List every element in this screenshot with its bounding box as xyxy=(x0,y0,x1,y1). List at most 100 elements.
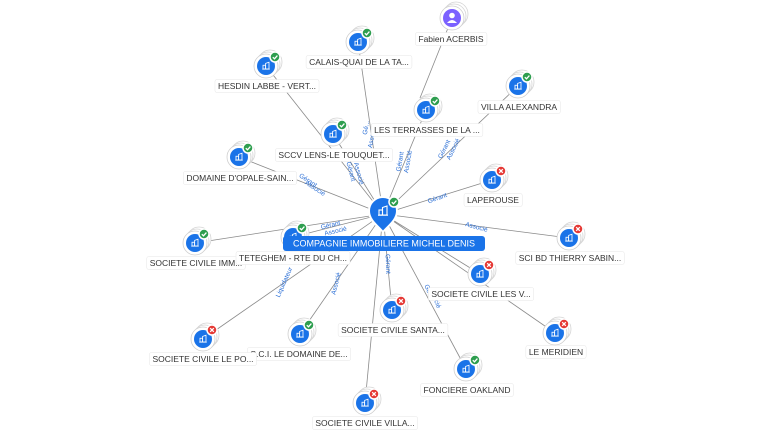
node-label-background xyxy=(149,352,257,366)
node-label-background xyxy=(515,251,625,265)
node-label-background xyxy=(305,55,413,69)
node-label: CALAIS-QUAI DE LA TA... xyxy=(309,57,409,67)
edge-label: Gérant xyxy=(384,254,392,274)
node-societe-civile-le-p[interactable]: SOCIETE CIVILE LE PO... xyxy=(149,322,257,366)
person-icon-body xyxy=(447,20,457,23)
node-societe-civile-santa[interactable]: SOCIETE CIVILE SANTA... xyxy=(337,293,449,337)
node-sci-le-domaine[interactable]: S.C.I. LE DOMAINE DE... xyxy=(247,317,351,361)
node-villa-alexandra[interactable]: VILLA ALEXANDRA xyxy=(477,69,561,114)
edge-label: Gérant xyxy=(320,220,341,231)
node-label-background xyxy=(415,32,488,46)
node-label: HESDIN LABBE - VERT... xyxy=(218,81,316,91)
node-label: SOCIETE CIVILE LE PO... xyxy=(152,354,253,364)
check-icon xyxy=(432,99,438,104)
edge-label: Gérant xyxy=(427,192,448,205)
cross-icon xyxy=(575,226,581,232)
active-status-icon xyxy=(429,95,441,107)
edge-fabien-acerbis xyxy=(419,17,453,99)
node-label: FONCIERE OAKLAND xyxy=(424,385,511,395)
person-icon-head xyxy=(449,12,455,19)
active-status-icon xyxy=(469,354,481,366)
center-node-label: COMPAGNIE IMMOBILIERE MICHEL DENIS xyxy=(293,239,475,249)
edge-label: Gé... xyxy=(362,120,371,135)
active-status-icon xyxy=(388,196,400,208)
check-icon xyxy=(472,358,478,363)
node-label: SOCIETE CIVILE SANTA... xyxy=(341,325,445,335)
active-status-icon xyxy=(361,27,373,39)
node-label-background xyxy=(420,383,514,397)
edge-societe-civile-le-p xyxy=(202,213,384,340)
node-calais-quai[interactable]: CALAIS-QUAI DE LA TA... xyxy=(305,25,413,69)
node-label: VILLA ALEXANDRA xyxy=(481,102,557,112)
node-label-background xyxy=(214,79,320,93)
check-icon xyxy=(524,75,530,80)
node-label-background xyxy=(337,323,449,337)
node-fonciere-oakland[interactable]: FONCIERE OAKLAND xyxy=(420,352,514,397)
check-icon xyxy=(299,226,305,231)
edge-label: Associé xyxy=(403,150,414,174)
active-status-icon xyxy=(242,142,254,154)
node-label: SOCIETE CIVILE IMM... xyxy=(150,258,243,268)
node-label: LAPEROUSE xyxy=(467,195,519,205)
node-label-background xyxy=(477,100,561,114)
check-icon xyxy=(201,232,207,237)
cross-icon xyxy=(561,321,567,327)
active-status-icon xyxy=(296,222,308,234)
edge-sci-bd-thierry xyxy=(382,213,570,239)
edge-laperouse xyxy=(382,179,493,215)
node-label: SOCIETE CIVILE VILLA... xyxy=(315,418,414,428)
node-label: LE MERIDIEN xyxy=(529,347,583,357)
cross-icon xyxy=(371,391,377,397)
check-icon xyxy=(245,146,251,151)
node-societe-civile-villa[interactable]: SOCIETE CIVILE VILLA... xyxy=(312,386,418,430)
edge-label: Associé xyxy=(330,271,342,295)
node-label-background xyxy=(463,193,523,207)
node-label-background xyxy=(370,123,484,137)
edge-sci-le-domaine xyxy=(299,213,384,335)
check-icon xyxy=(306,323,312,328)
node-laperouse[interactable]: LAPEROUSE xyxy=(463,163,523,207)
node-label-background xyxy=(312,416,418,430)
node-label-background xyxy=(275,148,393,162)
node-label: LES TERRASSES DE LA ... xyxy=(374,125,480,135)
check-icon xyxy=(391,200,397,205)
node-label: S.C.I. LE DOMAINE DE... xyxy=(250,349,347,359)
node-label-background xyxy=(525,345,587,359)
node-sccv-lens[interactable]: SCCV LENS-LE TOUQUET... xyxy=(275,117,393,162)
node-societe-civile-imm[interactable]: SOCIETE CIVILE IMM... xyxy=(146,226,246,270)
active-status-icon xyxy=(269,51,281,63)
node-societe-civile-les-v[interactable]: SOCIETE CIVILE LES V... xyxy=(428,257,534,301)
center-node[interactable]: COMPAGNIE IMMOBILIERE MICHEL DENIS xyxy=(283,196,485,251)
node-label: TETEGHEM - RTE DU CH... xyxy=(239,253,347,263)
node-hesdin-labbe[interactable]: HESDIN LABBE - VERT... xyxy=(214,49,320,93)
check-icon xyxy=(339,123,345,128)
node-label: SCI BD THIERRY SABIN... xyxy=(519,253,622,263)
node-les-terrasses[interactable]: LES TERRASSES DE LA ... xyxy=(370,93,484,137)
edge-domaine-opale xyxy=(238,156,384,215)
node-label: DOMAINE D'OPALE-SAIN... xyxy=(186,173,293,183)
node-label-background xyxy=(428,287,534,301)
cross-icon xyxy=(398,298,404,304)
nodes-layer: Fabien ACERBIS CALAIS-QUAI DE LA TA... HES… xyxy=(146,1,625,430)
center-label-background xyxy=(283,236,485,251)
node-fabien-acerbis[interactable]: Fabien ACERBIS xyxy=(415,1,488,46)
node-le-meridien[interactable]: LE MERIDIEN xyxy=(525,316,587,359)
node-domaine-opale[interactable]: DOMAINE D'OPALE-SAIN... xyxy=(183,140,297,185)
cross-icon xyxy=(486,262,492,268)
node-label-background xyxy=(183,171,297,185)
node-label: SCCV LENS-LE TOUQUET... xyxy=(278,150,389,160)
edge-label: Liquidateur xyxy=(275,266,295,299)
edge-label: Gérant xyxy=(395,151,405,172)
edge-label: Gérant xyxy=(344,161,356,182)
node-sci-bd-thierry[interactable]: SCI BD THIERRY SABIN... xyxy=(515,221,625,265)
active-status-icon xyxy=(521,71,533,83)
node-label-background xyxy=(235,251,351,265)
check-icon xyxy=(364,31,370,36)
edge-calais-quai xyxy=(357,41,384,215)
cross-icon xyxy=(209,327,215,333)
active-status-icon xyxy=(303,319,315,331)
company-icon xyxy=(378,205,388,216)
node-label: Fabien ACERBIS xyxy=(418,34,484,44)
check-icon xyxy=(272,55,278,60)
